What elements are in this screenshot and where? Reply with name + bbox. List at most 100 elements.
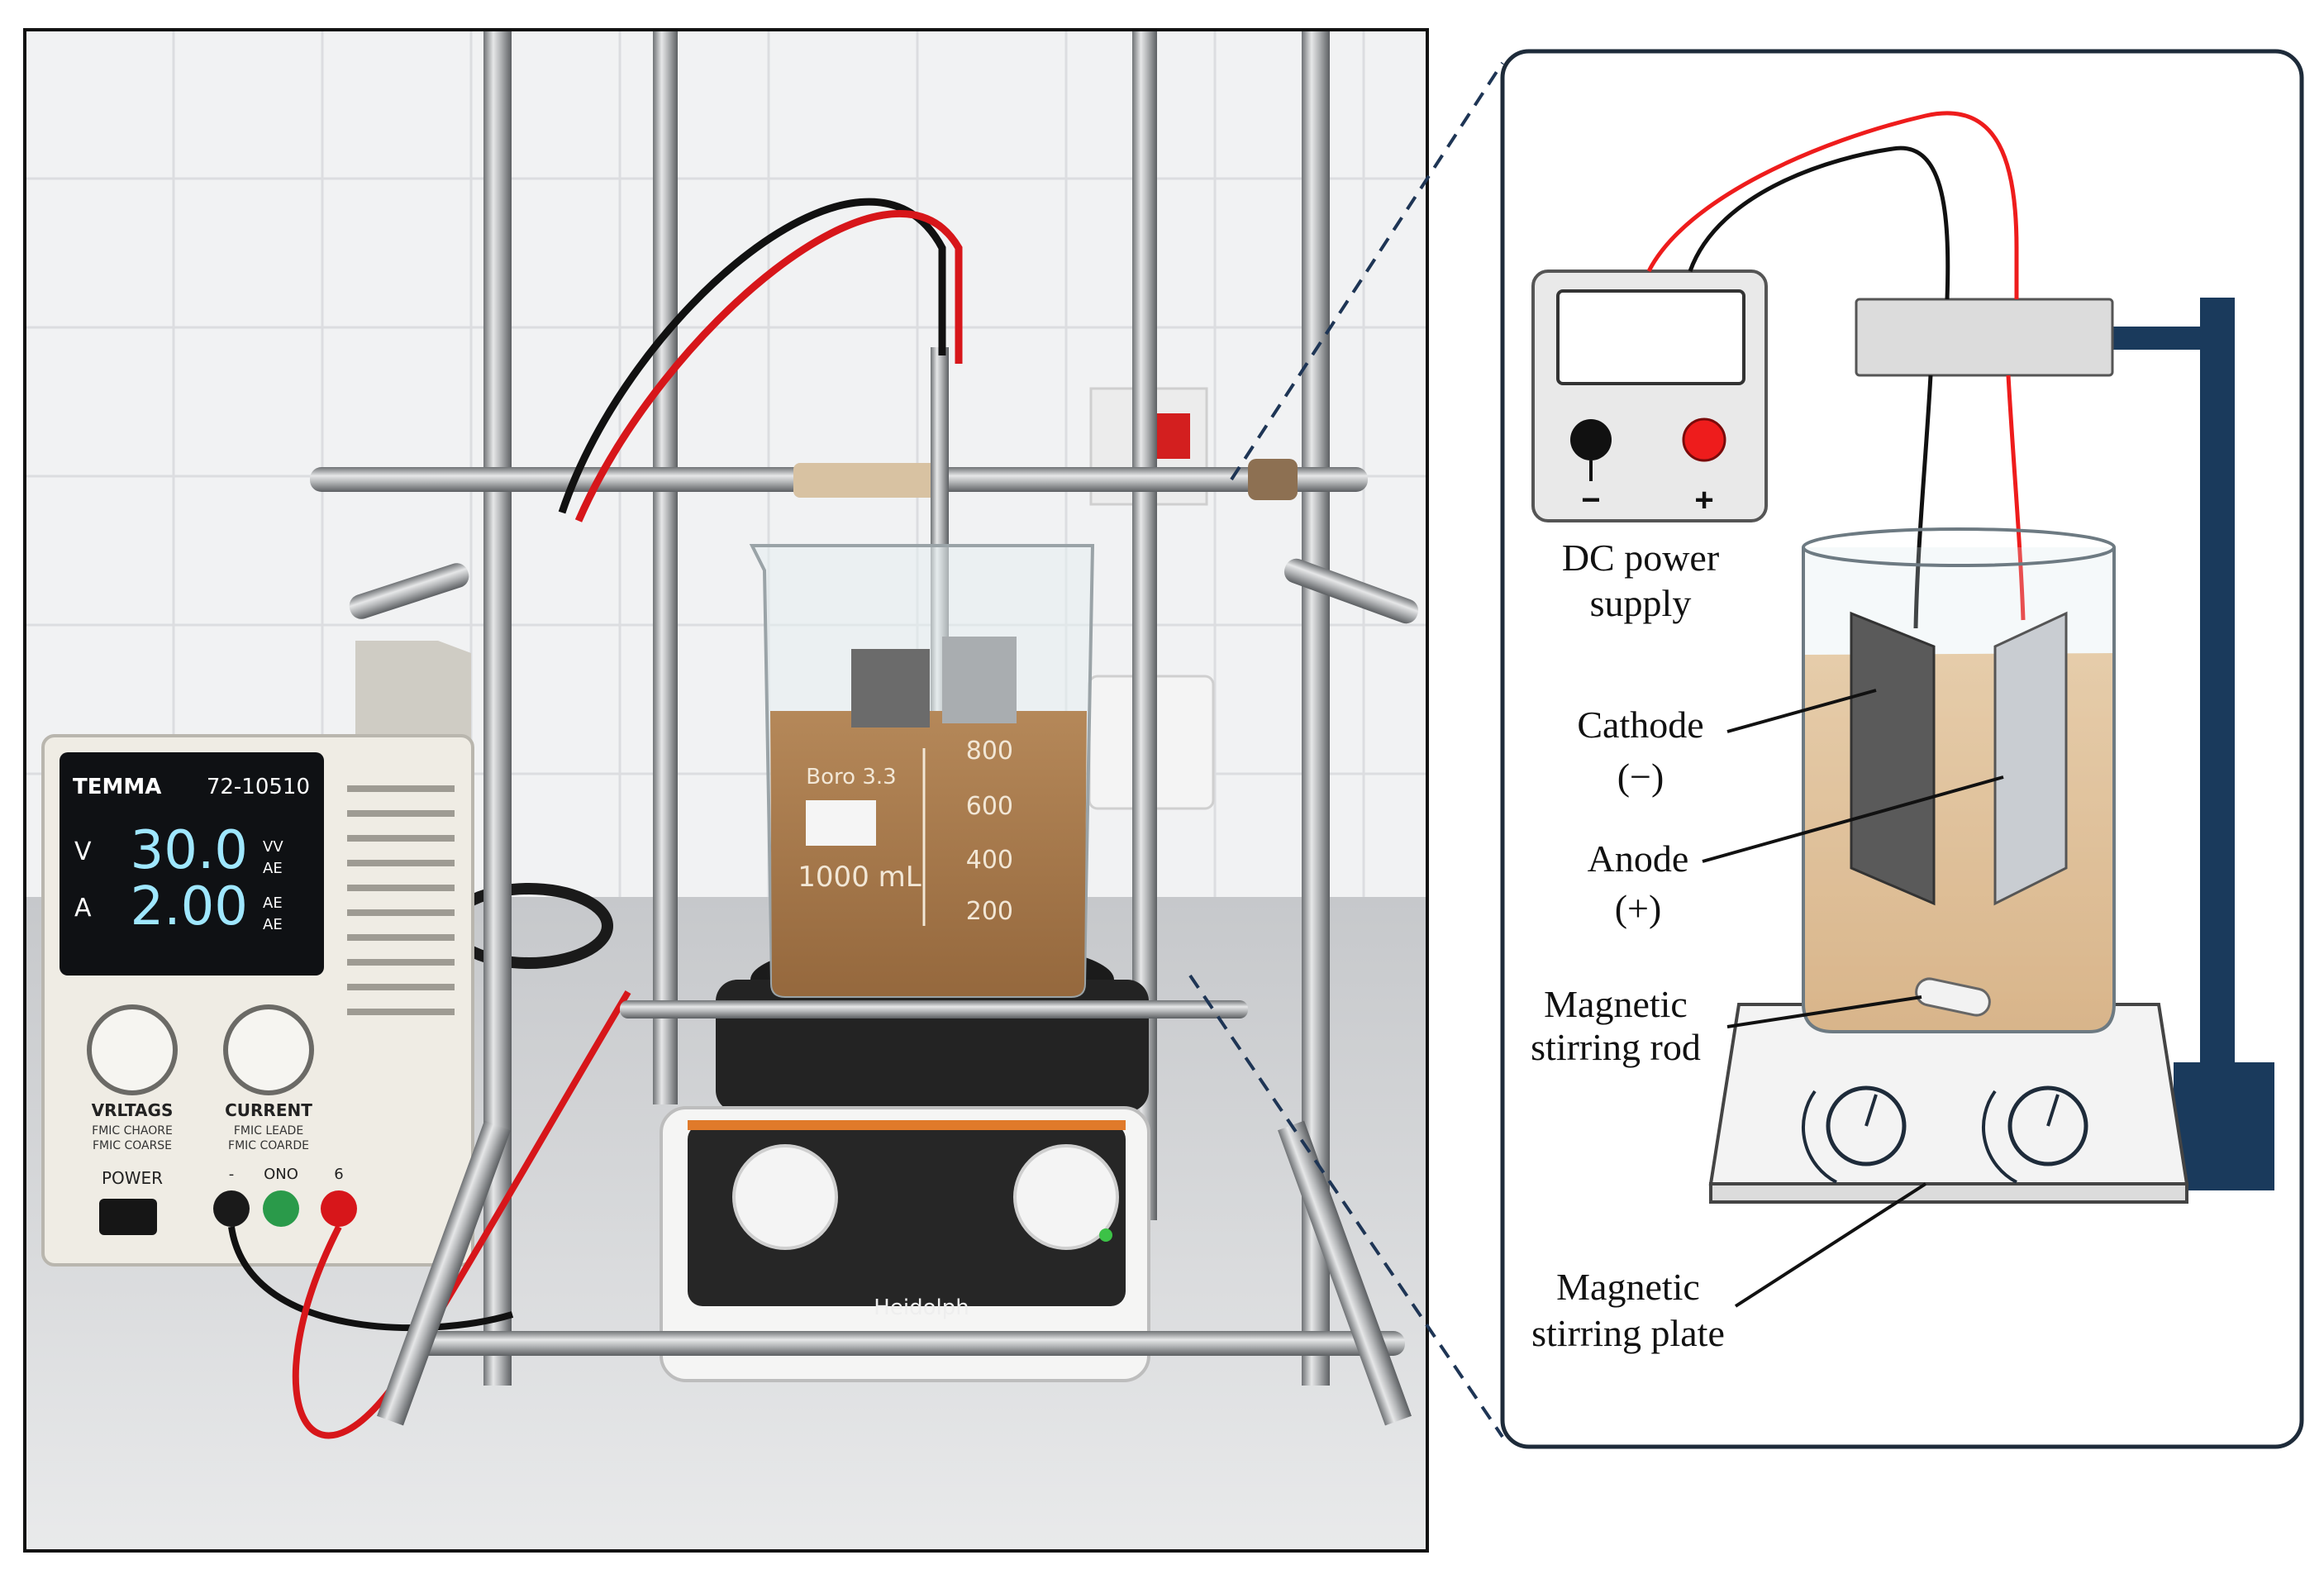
schematic-stand-pole: [2200, 298, 2235, 1190]
beaker-mark-600: 600: [966, 792, 1013, 821]
photo-cathode-plate: [851, 649, 930, 727]
electrode-holder-clamp: [793, 463, 942, 498]
schematic-stand-arm: [2112, 327, 2220, 350]
cathode-label: Cathode: [1577, 704, 1703, 746]
plate-label-line2: stirring plate: [1531, 1312, 1725, 1354]
beaker-capacity: 1000 mL: [798, 861, 921, 894]
schematic-plate-edge: [1709, 1182, 2188, 1204]
psu-power-label: POWER: [102, 1168, 163, 1188]
schematic-plate-knob-right: [2007, 1085, 2088, 1166]
dc-power-supply: TEMMA 72-10510 V 30.0 VV AE A 2.00 AE AE: [41, 641, 474, 1267]
schematic-anode: [1993, 611, 2068, 906]
psu-voltage-knob: [87, 1004, 178, 1095]
photo-panel: Heidolph Boro 3.3 1000 mL 800 600 400 20…: [25, 30, 1427, 1551]
stirrer-heat-knob: [1013, 1144, 1119, 1250]
beaker-mark-200: 200: [966, 897, 1013, 926]
beaker-slurry: [770, 711, 1087, 996]
schematic-knob-right-pointer: [2046, 1094, 2060, 1127]
rod-label-line2: stirring rod: [1531, 1026, 1701, 1068]
stirrer-accent-stripe: [688, 1120, 1126, 1130]
psu-current-unit-b: AE: [263, 916, 283, 933]
schematic-stirring-rod: [1915, 977, 1991, 1017]
beaker-mark-400: 400: [966, 846, 1013, 875]
psu-positive-terminal: [321, 1190, 357, 1227]
anode-leader: [1702, 775, 2004, 863]
schematic-cathode: [1850, 611, 1936, 906]
schematic-beaker-rim: [1802, 527, 2116, 567]
power-supply-label-line2: supply: [1590, 582, 1692, 624]
photo-panel-border: [23, 28, 1429, 1553]
zoom-connector-bottom: [1188, 974, 1504, 1438]
stand-base-back: [620, 1000, 1248, 1018]
psu-vent-grille: [347, 785, 455, 1015]
psu-terminal-pos-label: 6: [334, 1166, 343, 1183]
schematic-plus-sign: +: [1694, 482, 1713, 518]
psu-voltage-unit-b: AE: [263, 860, 283, 877]
schematic-knob-right-arc: [1982, 1090, 2017, 1184]
schematic-minus-sign: −: [1581, 482, 1600, 518]
rod-label-line1: Magnetic: [1544, 983, 1688, 1025]
schematic-negative-wire-down: [1913, 374, 1933, 629]
psu-terminal-neg-label: -: [229, 1166, 235, 1183]
psu-power-switch: [99, 1199, 157, 1235]
cathode-sign: (−): [1617, 756, 1664, 798]
stand-foot-left: [377, 1120, 511, 1426]
psu-voltage-unit-a: VV: [263, 838, 283, 856]
schematic-electrode-holder: [1855, 298, 2114, 377]
psu-brand: TEMMA: [73, 775, 161, 799]
stirrer-speed-knob: [732, 1144, 838, 1250]
beaker-glass-text: Boro 3.3: [806, 765, 896, 790]
psu-current-unit-a: AE: [263, 894, 283, 912]
stirrer-body-top: [716, 980, 1149, 1112]
psu-current-reading: 2.00: [131, 876, 249, 937]
power-supply-label-line1: DC power: [1562, 537, 1719, 579]
psu-display: [60, 752, 324, 976]
stand-arm-left: [349, 563, 469, 619]
schematic-negative-wire-top: [1688, 145, 1950, 300]
schematic-positive-terminal: [1682, 417, 1726, 462]
schematic-psu-display: [1556, 289, 1745, 385]
beaker-label-box: [806, 800, 876, 846]
zoom-connector-top: [1230, 61, 1504, 481]
schematic-positive-wire-top: [1646, 111, 2019, 299]
beaker-mark-800: 800: [966, 737, 1013, 766]
psu-current-knob-sub2: FMIC COARDE: [228, 1139, 309, 1152]
rod-leader: [1726, 995, 1922, 1028]
psu-voltage-label: V: [74, 837, 92, 866]
psu-voltage-knob-sub1: FMIC CHAORE: [92, 1124, 173, 1138]
psu-model: 72-10510: [207, 775, 310, 799]
plate-leader: [1734, 1182, 1927, 1308]
stirrer-brand: Heidolph: [874, 1295, 969, 1320]
stand-rod-back-left-2: [653, 30, 678, 1104]
psu-current-label: A: [74, 894, 92, 923]
psu-negative-terminal: [213, 1190, 250, 1227]
psu-current-knob-sub1: FMIC LEADE: [234, 1124, 303, 1138]
positive-wire-top: [574, 210, 963, 522]
schematic-stand-base: [2174, 1062, 2274, 1190]
schematic-positive-wire-down: [2006, 374, 2026, 621]
negative-wire-bottom: [228, 1226, 514, 1332]
anode-sign: (+): [1615, 887, 1662, 929]
stand-arm-right: [1283, 558, 1419, 624]
schematic-knob-left-pointer: [1864, 1094, 1878, 1127]
photo-anode-plate: [942, 637, 1017, 723]
anode-label: Anode: [1588, 837, 1689, 880]
psu-terminal-mid-label: ONO: [264, 1166, 298, 1183]
psu-voltage-knob-label: VRLTAGS: [92, 1100, 174, 1120]
stand-base-front: [413, 1331, 1405, 1356]
crossbar-end-clamp: [1248, 459, 1298, 500]
schematic-panel: − + DC power supply Cathode (−) Anod: [1500, 49, 2304, 1449]
schematic-knob-left-arc: [1802, 1090, 1837, 1184]
socket-red-switch: [1153, 413, 1190, 459]
psu-current-knob-label: CURRENT: [225, 1100, 312, 1120]
schematic-plate-knob-left: [1826, 1085, 1907, 1166]
stand-foot-right: [1278, 1120, 1412, 1426]
psu-current-knob: [223, 1004, 314, 1095]
psu-voltage-reading: 30.0: [131, 820, 249, 881]
psu-ground-terminal: [263, 1190, 299, 1227]
stirrer-indicator-led: [1099, 1228, 1112, 1242]
psu-voltage-knob-sub2: FMIC COARSE: [93, 1139, 172, 1152]
cathode-leader: [1726, 689, 1877, 733]
plate-label-line1: Magnetic: [1556, 1266, 1700, 1308]
